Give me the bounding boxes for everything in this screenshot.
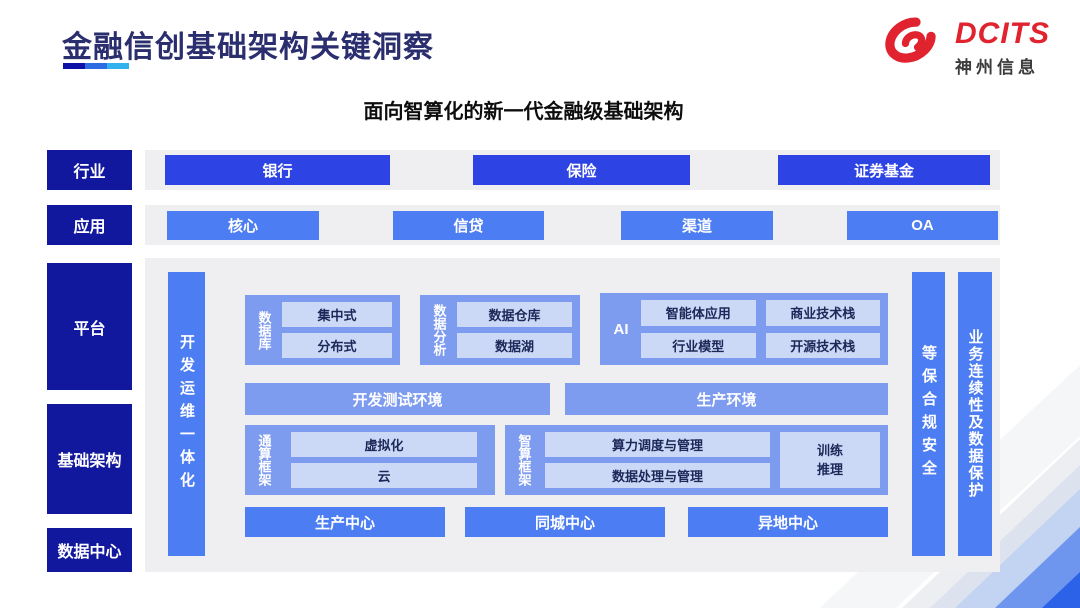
analytics-item-warehouse: 数据仓库 bbox=[457, 302, 572, 327]
smart-item-data-processing: 数据处理与管理 bbox=[545, 463, 770, 488]
rail-label-application: 应用 bbox=[47, 205, 132, 245]
application-row: 核心 信贷 渠道 OA bbox=[145, 205, 1000, 245]
rail-label-datacenter: 数据中心 bbox=[47, 528, 132, 572]
industry-item-insurance: 保险 bbox=[473, 155, 690, 185]
continuity-protection-vertical-bar: 业务连续性及数据保护 bbox=[958, 272, 992, 556]
rail-label-infrastructure: 基础架构 bbox=[47, 404, 132, 514]
smart-item-compute-scheduling: 算力调度与管理 bbox=[545, 432, 770, 457]
smart-compute-framework-group: 智算框架 算力调度与管理 数据处理与管理 训练 推理 bbox=[505, 425, 888, 495]
general-item-cloud: 云 bbox=[291, 463, 477, 488]
data-analytics-group-label: 数据分析 bbox=[431, 304, 447, 356]
smart-item-training-inference: 训练 推理 bbox=[780, 432, 880, 488]
title-underline bbox=[63, 63, 129, 69]
general-compute-framework-group: 通算框架 虚拟化 云 bbox=[245, 425, 495, 495]
devops-vertical-bar: 开发运维一体化 bbox=[168, 272, 205, 556]
database-group: 数据库 集中式 分布式 bbox=[245, 295, 400, 365]
rail-label-platform: 平台 bbox=[47, 263, 132, 390]
app-item-credit: 信贷 bbox=[393, 211, 544, 240]
dev-test-environment-bar: 开发测试环境 bbox=[245, 383, 550, 415]
center-same-city: 同城中心 bbox=[465, 507, 665, 537]
app-item-oa: OA bbox=[847, 211, 998, 240]
rail-label-industry: 行业 bbox=[47, 150, 132, 190]
dcits-swirl-icon bbox=[880, 16, 946, 81]
center-production: 生产中心 bbox=[245, 507, 445, 537]
database-item-centralized: 集中式 bbox=[282, 302, 392, 327]
industry-item-securities: 证券基金 bbox=[778, 155, 990, 185]
database-group-label: 数据库 bbox=[256, 310, 272, 350]
general-compute-group-label: 通算框架 bbox=[256, 434, 272, 486]
industry-item-bank: 银行 bbox=[165, 155, 390, 185]
page-title: 金融信创基础架构关键洞察 bbox=[62, 31, 434, 64]
ai-item-agent-app: 智能体应用 bbox=[641, 300, 756, 326]
center-remote: 异地中心 bbox=[688, 507, 888, 537]
database-item-distributed: 分布式 bbox=[282, 333, 392, 358]
ai-item-commercial-stack: 商业技术栈 bbox=[765, 300, 880, 326]
production-environment-bar: 生产环境 bbox=[565, 383, 888, 415]
data-analytics-group: 数据分析 数据仓库 数据湖 bbox=[420, 295, 580, 365]
underline-segment bbox=[63, 63, 85, 69]
app-item-channel: 渠道 bbox=[621, 211, 773, 240]
app-item-core: 核心 bbox=[167, 211, 319, 240]
underline-segment bbox=[107, 63, 129, 69]
smart-compute-group-label: 智算框架 bbox=[516, 434, 532, 486]
logo-brand-text: DCITS bbox=[955, 17, 1050, 50]
ai-group-label: AI bbox=[613, 320, 629, 338]
company-logo: DCITS 神州信息 bbox=[880, 16, 1050, 81]
logo-company-text: 神州信息 bbox=[955, 58, 1039, 77]
security-compliance-vertical-bar: 等保合规安全 bbox=[912, 272, 945, 556]
decoration-stripe bbox=[995, 527, 1080, 608]
diagram-subtitle: 面向智算化的新一代金融级基础架构 bbox=[363, 101, 684, 123]
platform-panel: 开发运维一体化 等保合规安全 业务连续性及数据保护 数据库 集中式 分布式 数据… bbox=[145, 258, 1000, 572]
ai-item-opensource-stack: 开源技术栈 bbox=[765, 332, 880, 358]
decoration-stripe bbox=[1042, 572, 1080, 608]
analytics-item-lake: 数据湖 bbox=[457, 333, 572, 358]
underline-segment bbox=[85, 63, 107, 69]
ai-item-industry-model: 行业模型 bbox=[641, 332, 756, 358]
industry-row: 银行 保险 证券基金 bbox=[145, 150, 1000, 190]
ai-group: AI 智能体应用 商业技术栈 行业模型 开源技术栈 bbox=[600, 293, 888, 365]
general-item-virtualization: 虚拟化 bbox=[291, 432, 477, 457]
